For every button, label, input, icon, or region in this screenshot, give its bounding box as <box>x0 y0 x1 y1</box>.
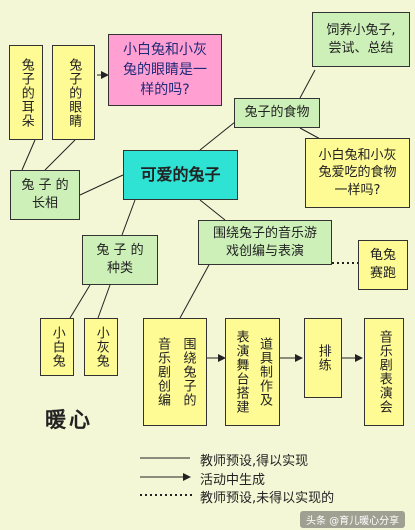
legend-solid-text: 教师预设,得以实现 <box>200 454 309 469</box>
legend-dotted-text: 教师预设,未得以实现的 <box>200 491 335 506</box>
node-eye-question: 小白兔和小灰 兔的眼睛是一 样的吗? <box>108 34 222 106</box>
node-white-rabbit: 小白兔 <box>40 318 74 376</box>
node-raise-label: 饲养小兔子, 尝试、总结 <box>326 22 396 56</box>
connector-eyes-looks <box>44 139 76 171</box>
node-music-game: 围绕兔子的音乐游 戏创编与表演 <box>198 220 332 265</box>
node-kinds-label: 兔 子 的 种类 <box>96 243 144 276</box>
node-stage-col2: 道具制作及 <box>257 337 273 407</box>
node-race-label: 龟兔 赛跑 <box>369 248 396 281</box>
node-gray-rabbit-label: 小灰兔 <box>93 326 109 368</box>
node-stage-building: 表演舞台搭建 道具制作及 <box>225 318 280 426</box>
node-eye-question-label: 小白兔和小灰 兔的眼睛是一 样的吗? <box>123 41 207 99</box>
connector-kinds-gray <box>97 284 111 319</box>
legend-arrow-text: 活动中生成 <box>200 473 266 488</box>
node-eyes-label: 兔子的眼睛 <box>66 57 82 128</box>
connector-center-food <box>199 117 241 151</box>
node-stage-col1: 表演舞台搭建 <box>233 330 249 414</box>
node-ears-label: 兔子的耳朵 <box>18 57 34 128</box>
node-raise: 饲养小兔子, 尝试、总结 <box>312 12 410 67</box>
connector-music-drama <box>179 262 211 319</box>
node-center: 可爱的兔子 <box>123 150 238 200</box>
node-kinds: 兔 子 的 种类 <box>82 235 158 285</box>
node-food-question-label: 小白兔和小灰 兔爱吃的食物 一样吗? <box>318 147 397 198</box>
node-perform-label: 音乐剧表演会 <box>376 330 392 414</box>
connector-kinds-white <box>69 284 91 319</box>
node-music-game-label: 围绕兔子的音乐游 戏创编与表演 <box>212 225 317 259</box>
node-eyes: 兔子的眼睛 <box>52 45 95 140</box>
node-drama-col2: 围绕兔子的 <box>180 337 196 407</box>
node-food-label: 兔子的食物 <box>244 105 310 121</box>
node-drama-creation: 音乐剧创编 围绕兔子的 <box>143 318 207 426</box>
node-white-rabbit-label: 小白兔 <box>49 326 65 368</box>
watermark-text: 头条 @育儿暖心分享 <box>300 511 406 528</box>
connector-center-kinds <box>121 199 136 236</box>
node-food-question: 小白兔和小灰 兔爱吃的食物 一样吗? <box>305 138 410 208</box>
node-food: 兔子的食物 <box>234 98 320 128</box>
signature-text: 暖心 <box>45 407 93 432</box>
connector-food-raise <box>299 69 316 99</box>
node-gray-rabbit: 小灰兔 <box>84 318 118 376</box>
connector-center-music <box>199 199 226 221</box>
node-perform: 音乐剧表演会 <box>364 318 404 426</box>
connector-looks-center <box>79 174 124 196</box>
node-rehearse: 排练 <box>304 318 342 398</box>
node-rehearse-label: 排练 <box>315 344 331 372</box>
node-race: 龟兔 赛跑 <box>358 240 408 290</box>
node-looks-label: 兔 子 的 长相 <box>21 178 69 211</box>
node-looks: 兔 子 的 长相 <box>10 170 80 220</box>
connector-ears-looks <box>21 139 36 171</box>
node-drama-col1: 音乐剧创编 <box>155 337 170 407</box>
node-center-label: 可爱的兔子 <box>140 165 221 185</box>
node-ears: 兔子的耳朵 <box>9 45 43 140</box>
